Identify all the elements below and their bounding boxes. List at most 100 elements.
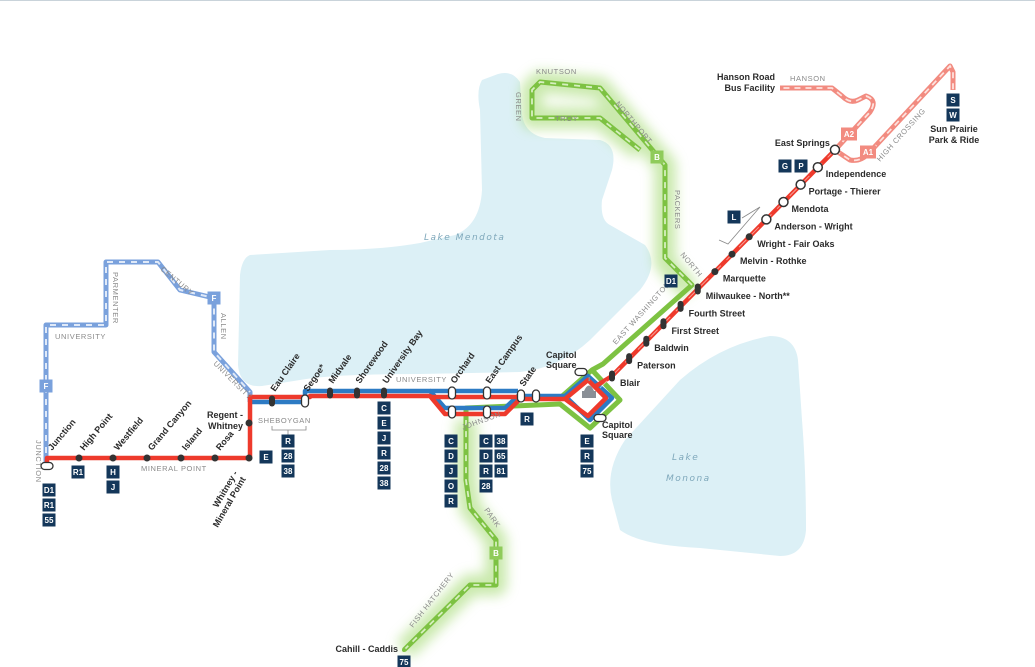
route-badge-badges-sheboygan-1[interactable]: 28 (281, 449, 295, 463)
street-label-mineral-point: MINERAL POINT (141, 464, 207, 473)
station-east-6-stop-marker[interactable] (711, 268, 719, 276)
station-east-2-stop-marker[interactable] (643, 335, 650, 347)
route-badge-badges-orchard-2[interactable]: J (444, 464, 458, 478)
route-badge-badges-sun-prairie-1[interactable]: W (946, 108, 960, 122)
route-badge-line-badges-f[interactable]: F (207, 291, 221, 305)
svg-text:G: G (782, 162, 788, 171)
station-east-4-stop-marker[interactable] (677, 300, 684, 312)
station-east-1-stop-marker[interactable] (626, 353, 633, 365)
station-west-3-stop-marker[interactable] (143, 454, 151, 462)
route-badge-badges-east-campus-b-1[interactable]: 65 (494, 449, 508, 463)
street-label-knutson: KNUTSON (536, 67, 577, 76)
station-campus-5-stop-marker[interactable] (447, 386, 457, 400)
route-badge-badges-capitol-square-0[interactable]: E (580, 434, 594, 448)
station-east-campus-johnson-stop-marker[interactable] (482, 405, 492, 419)
station-state-2-stop-marker[interactable] (531, 389, 541, 403)
route-badge-badges-junction-2[interactable]: 55 (42, 513, 56, 527)
station-east-9-stop-marker[interactable] (761, 214, 772, 225)
station-east-12-stop-marker[interactable] (812, 161, 824, 173)
lake-mendota-label: Lake Mendota (424, 233, 505, 243)
route-badge-badges-sheboygan-2[interactable]: 38 (281, 464, 295, 478)
station-campus-2-stop-marker[interactable] (327, 387, 333, 399)
svg-text:28: 28 (380, 464, 389, 473)
route-badge-badges-east-campus-b-2[interactable]: 81 (494, 464, 508, 478)
station-east-8-stop-marker[interactable] (745, 233, 753, 241)
route-badge-badges-milwaukee-north-0[interactable]: D1 (664, 274, 678, 288)
station-west-1-stop-marker[interactable] (75, 454, 83, 462)
station-orchard-johnson-stop-marker[interactable] (447, 405, 457, 419)
station-west-2-stop-marker[interactable] (109, 454, 117, 462)
station-east-10-stop-marker[interactable] (778, 196, 789, 208)
route-badge-badges-sheboygan-0[interactable]: R (281, 434, 295, 448)
route-badge-badges-east-campus-a-2[interactable]: R (479, 464, 493, 478)
route-badge-badges-university-bay-3[interactable]: R (377, 446, 391, 460)
route-badge-badges-independence-1[interactable]: P (794, 159, 808, 173)
station-campus-6-stop-marker[interactable] (482, 386, 492, 400)
station-campus-7-stop-marker[interactable] (516, 389, 526, 403)
route-badge-badges-independence-0[interactable]: G (778, 159, 792, 173)
svg-text:E: E (584, 437, 590, 446)
route-badge-badges-westfield-1[interactable]: J (106, 480, 120, 494)
station-capitol-south-line2-label: Square (602, 430, 633, 440)
station-capitol-north-stop-marker[interactable] (574, 367, 588, 377)
street-label-green: GREEN (514, 92, 523, 122)
station-campus-4-stop-marker[interactable] (381, 387, 387, 399)
svg-text:81: 81 (497, 467, 506, 476)
svg-text:B: B (654, 153, 660, 162)
route-badge-badges-orchard-3[interactable]: O (444, 479, 458, 493)
route-badge-badges-orchard-1[interactable]: D (444, 449, 458, 463)
station-campus-3-stop-marker[interactable] (354, 387, 360, 399)
route-badge-badges-orchard-0[interactable]: C (444, 434, 458, 448)
route-badge-line-badges-a1[interactable]: A1 (860, 145, 876, 159)
station-east-7-label: Melvin - Rothke (740, 256, 807, 266)
route-badge-badges-whitney-mineral-point-0[interactable]: E (259, 450, 273, 464)
station-capitol-south-stop-marker[interactable] (593, 413, 607, 423)
station-campus-0-stop-marker[interactable] (269, 395, 275, 407)
station-east-11-stop-marker[interactable] (795, 179, 806, 190)
svg-text:C: C (483, 437, 489, 446)
route-badge-badges-east-campus-a-3[interactable]: 28 (479, 479, 493, 493)
route-badge-badges-east-campus-a-1[interactable]: D (479, 449, 493, 463)
station-east-0-stop-marker[interactable] (609, 370, 615, 382)
station-west-0-stop-marker[interactable] (40, 461, 54, 471)
route-badge-badges-wright-fair-oaks-0[interactable]: L (727, 210, 741, 224)
route-badge-badges-orchard-4[interactable]: R (444, 494, 458, 508)
svg-text:J: J (382, 434, 386, 443)
station-cahill-stop-marker[interactable] (402, 648, 406, 652)
route-badge-badges-cahill-0[interactable]: 75 (397, 655, 411, 667)
route-badge-badges-east-campus-b-0[interactable]: 38 (494, 434, 508, 448)
route-badge-badges-junction-1[interactable]: R1 (42, 498, 56, 512)
route-badge-line-badges-b[interactable]: B (650, 150, 664, 164)
station-east-5-label: Milwaukee - North** (706, 291, 791, 301)
route-badge-badges-state-0[interactable]: R (520, 412, 534, 426)
route-badge-badges-sun-prairie-0[interactable]: S (946, 93, 960, 107)
station-east-13-stop-marker[interactable] (829, 144, 841, 156)
route-badge-line-badges-a2[interactable]: A2 (841, 127, 857, 141)
svg-text:F: F (212, 294, 217, 303)
station-east-7-stop-marker[interactable] (728, 250, 736, 258)
route-badge-badges-capitol-square-1[interactable]: R (580, 449, 594, 463)
route-badge-line-badges-b[interactable]: B (489, 546, 503, 560)
station-west-4-stop-marker[interactable] (177, 454, 185, 462)
route-badge-badges-university-bay-5[interactable]: 38 (377, 476, 391, 490)
station-west-5-stop-marker[interactable] (211, 454, 219, 462)
station-regent-whitney-line2-label: Whitney (208, 421, 243, 431)
top-border (0, 0, 1035, 1)
route-badge-badges-junction-0[interactable]: D1 (42, 483, 56, 497)
station-whitney-mineral-point-stop-marker[interactable] (245, 454, 253, 462)
station-east-3-stop-marker[interactable] (660, 318, 667, 330)
route-badge-badges-university-bay-1[interactable]: E (377, 416, 391, 430)
route-badge-badges-westfield-0[interactable]: H (106, 465, 120, 479)
route-badge-badges-east-campus-a-0[interactable]: C (479, 434, 493, 448)
station-regent-whitney-stop-marker[interactable] (245, 419, 253, 427)
station-capitol-north-line1-label: Capitol (546, 350, 577, 360)
svg-text:55: 55 (45, 516, 54, 525)
route-badge-badges-university-bay-4[interactable]: 28 (377, 461, 391, 475)
route-badge-line-badges-f[interactable]: F (39, 379, 53, 393)
station-east-5-stop-marker[interactable] (694, 283, 701, 295)
station-campus-1-stop-marker[interactable] (300, 394, 310, 408)
route-badge-badges-capitol-square-2[interactable]: 75 (580, 464, 594, 478)
route-badge-badges-university-bay-2[interactable]: J (377, 431, 391, 445)
route-badge-badges-high-point-0[interactable]: R1 (71, 465, 85, 479)
route-badge-badges-university-bay-0[interactable]: C (377, 401, 391, 415)
